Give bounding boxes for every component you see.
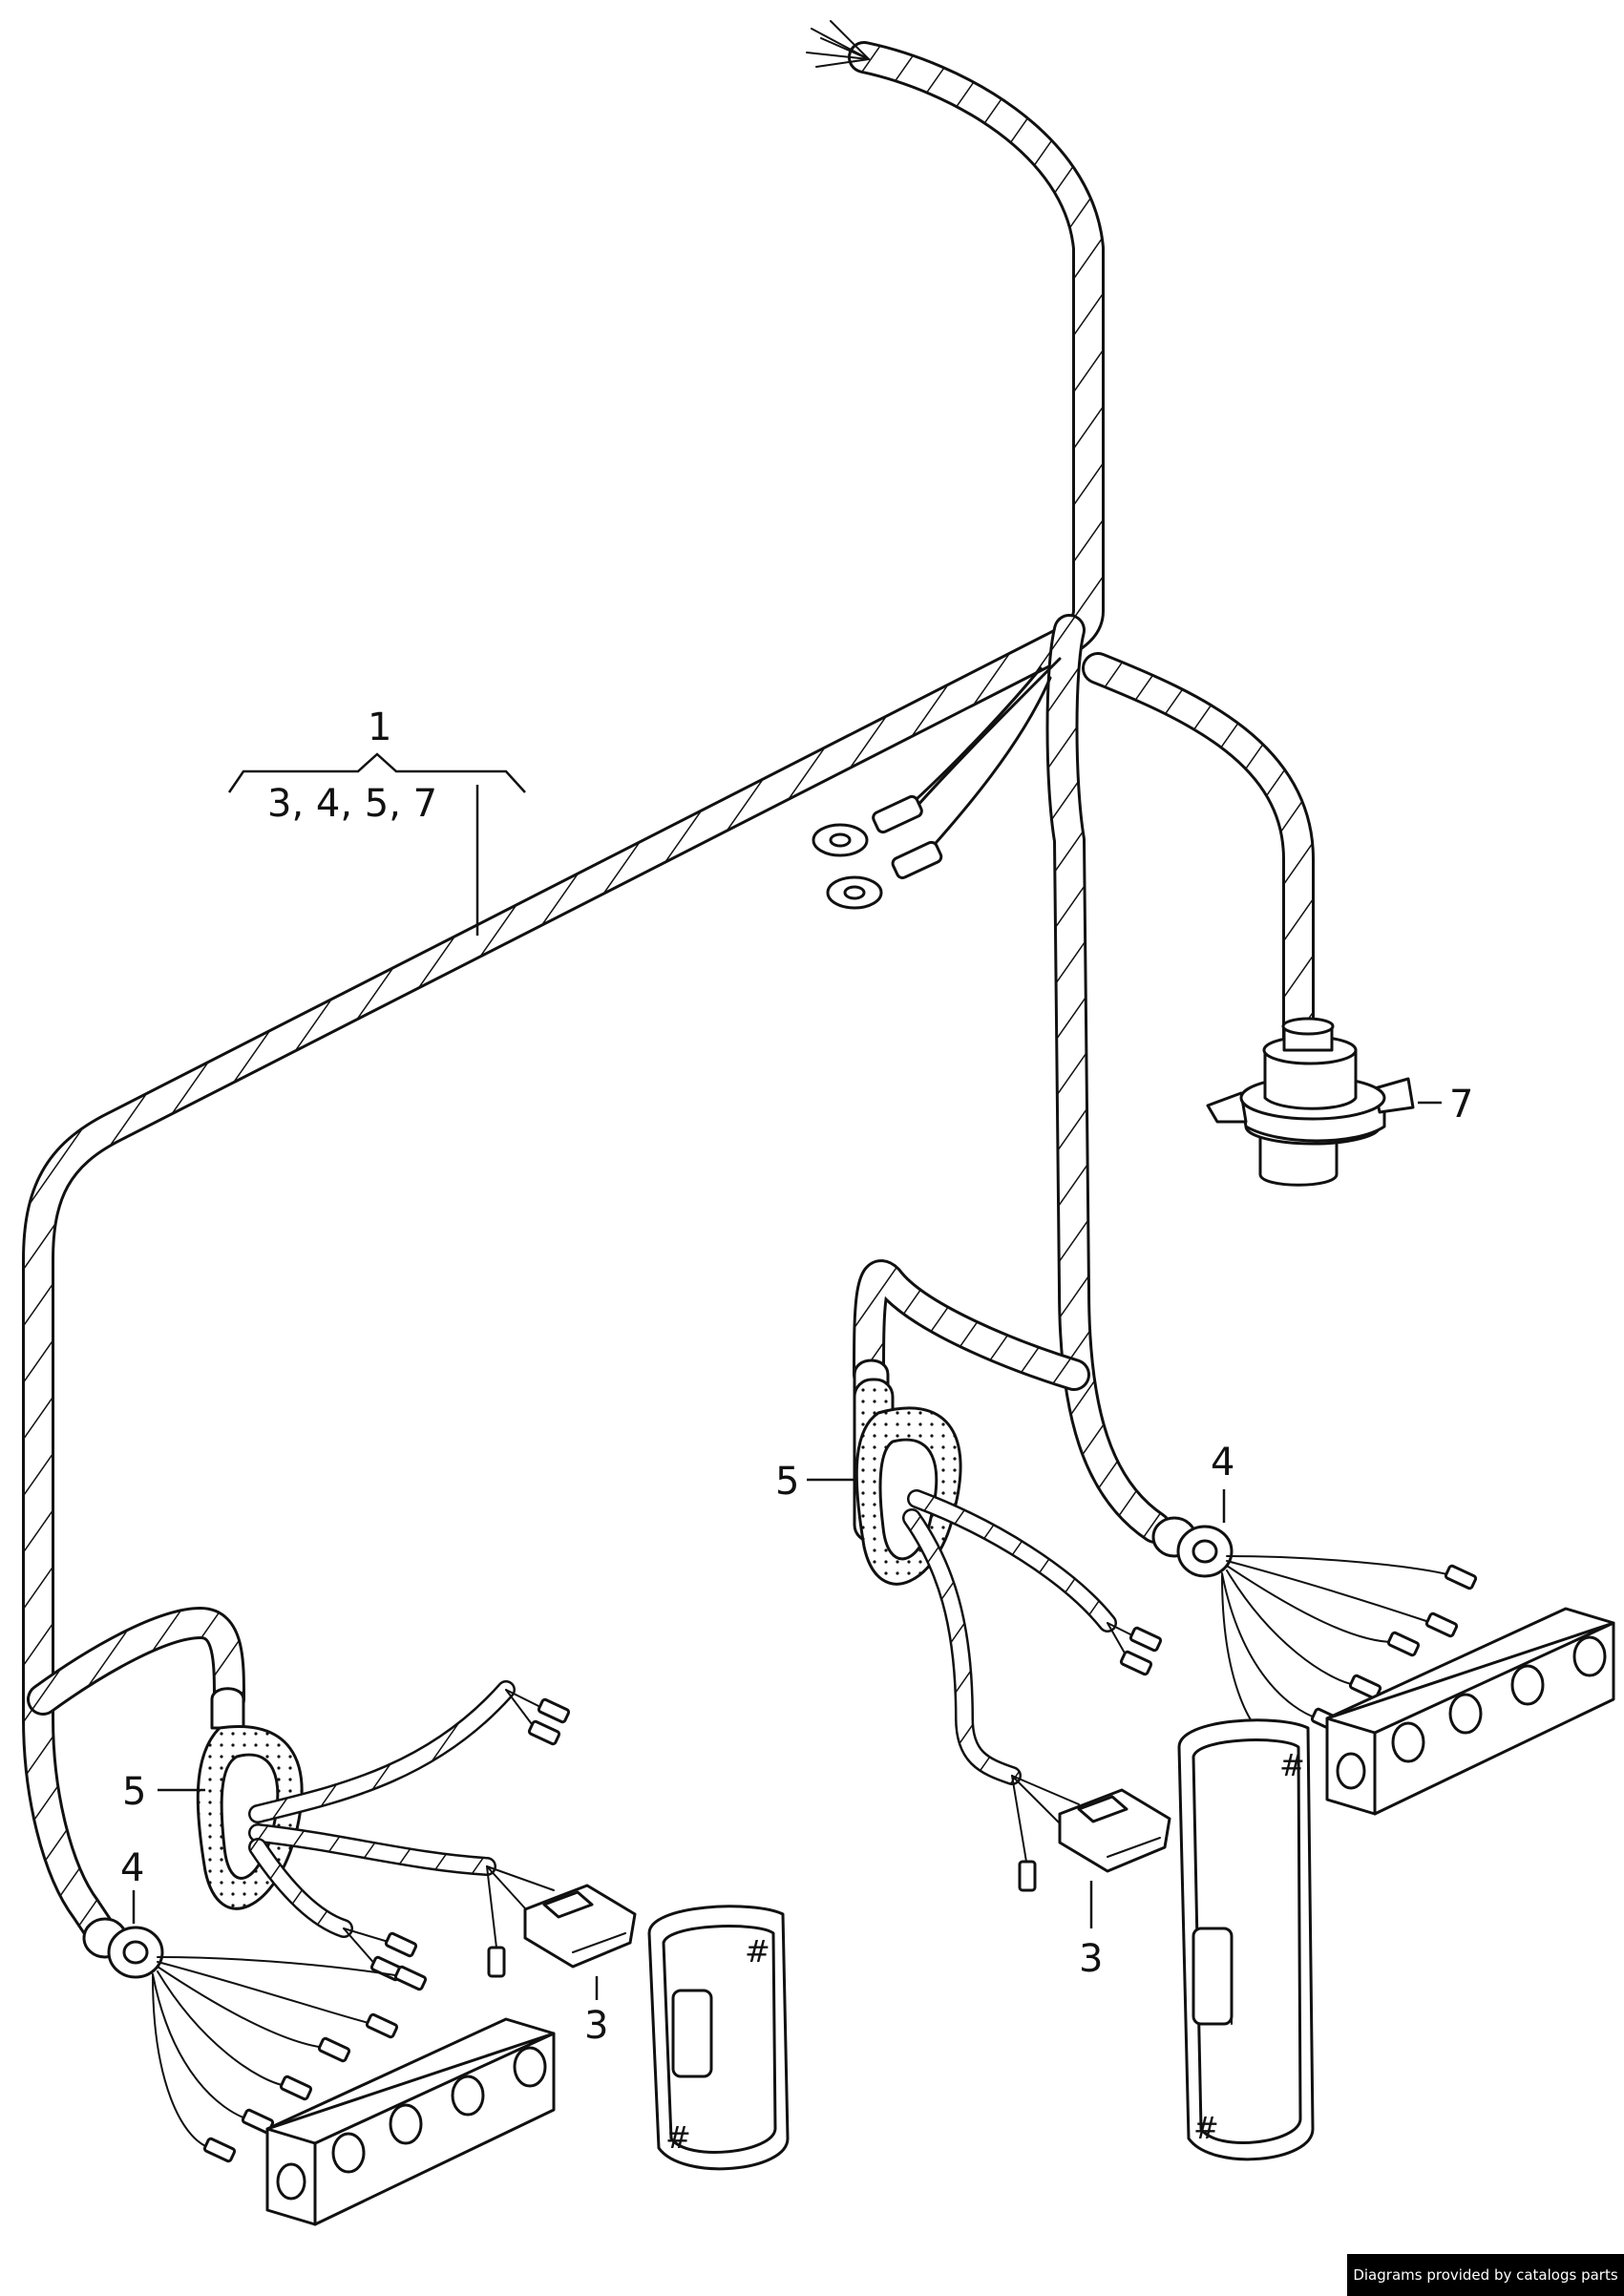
credit-banner: Diagrams provided by catalogs parts xyxy=(1347,2254,1624,2296)
svg-text:#: # xyxy=(1279,1747,1305,1783)
bulb-holder xyxy=(1206,1017,1415,1187)
wire-ends-top xyxy=(806,20,870,68)
callout-left-connector-ring: 4 xyxy=(120,1846,144,1890)
ring-terminals xyxy=(812,657,1062,910)
callout-left-plug: 3 xyxy=(584,2004,608,2048)
svg-text:#: # xyxy=(745,1933,770,1970)
callout-labels: 1 3, 4, 5, 7 5 4 3 5 4 3 7 xyxy=(120,706,1473,2048)
callout-bulb-holder: 7 xyxy=(1449,1083,1473,1127)
callout-leaders xyxy=(132,752,1442,2000)
right-grommet xyxy=(853,1359,1117,1785)
left-tail-lamp: # # xyxy=(647,1905,790,2171)
left-spade-terminals xyxy=(343,1689,571,1982)
callout-left-grommet: 5 xyxy=(122,1770,146,1814)
main-harness xyxy=(22,20,1315,1954)
right-spade-terminals xyxy=(1107,1622,1163,1676)
left-connector-block xyxy=(265,2017,556,2226)
callout-group-number: 1 xyxy=(368,706,391,749)
left-plug xyxy=(486,1865,637,1978)
left-connector-ring xyxy=(82,1917,428,2163)
callout-right-grommet: 5 xyxy=(775,1460,799,1504)
left-grommet xyxy=(196,1680,516,1938)
right-connector-block xyxy=(1325,1607,1615,1816)
right-tail-lamp: # # xyxy=(1177,1718,1315,2161)
ring-terminal-2 xyxy=(826,840,943,910)
svg-text:#: # xyxy=(665,2119,691,2156)
svg-text:#: # xyxy=(1193,2110,1219,2146)
callout-right-plug: 3 xyxy=(1079,1937,1103,1981)
right-plug xyxy=(1011,1775,1171,1892)
ring-terminal-1 xyxy=(812,794,923,857)
callout-right-connector-ring: 4 xyxy=(1211,1441,1234,1485)
callout-group-members: 3, 4, 5, 7 xyxy=(267,782,437,826)
